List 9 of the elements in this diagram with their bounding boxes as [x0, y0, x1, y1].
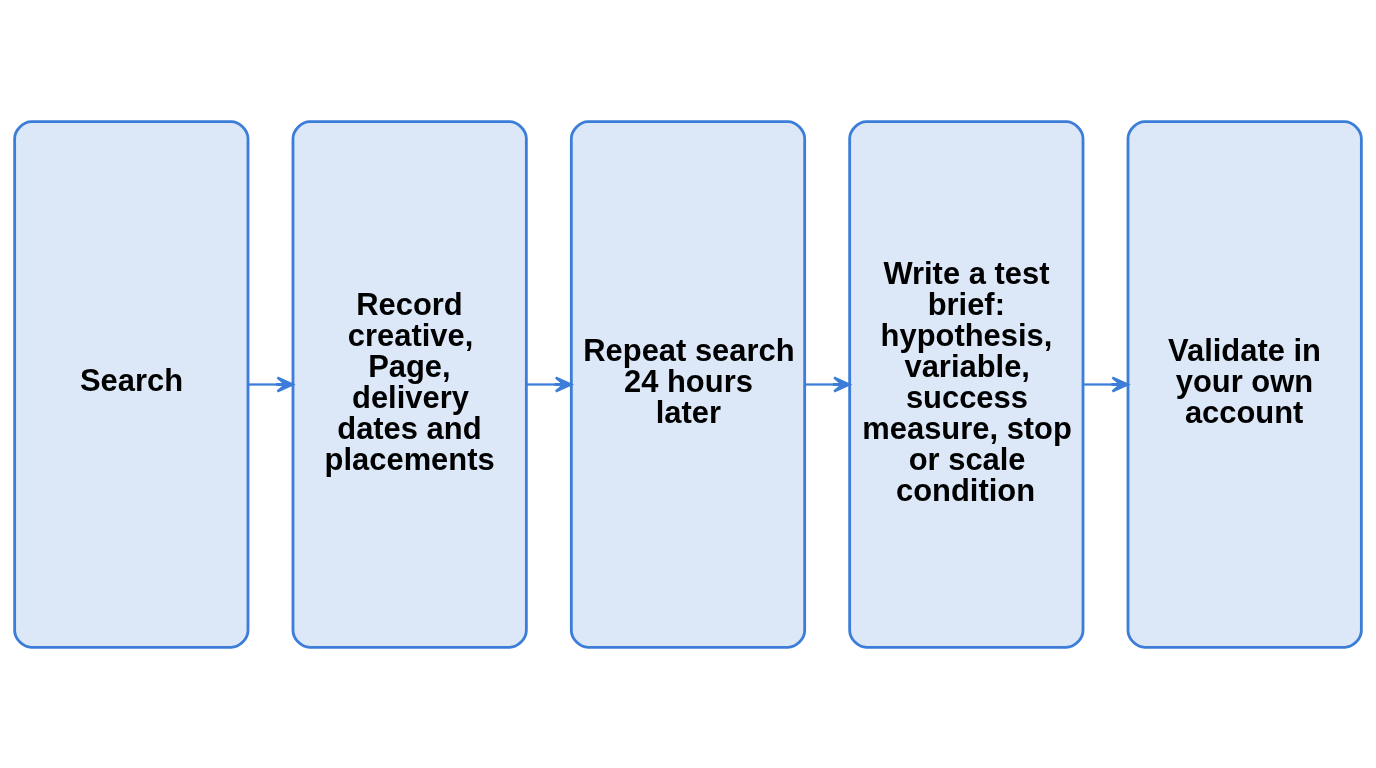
node-box: Write a test brief: hypothesis, variable, success measure, stop or scale condition [848, 119, 1085, 649]
node-box: Validate in your own account [1126, 119, 1363, 649]
arrow [526, 375, 573, 393]
arrow [248, 375, 295, 393]
arrow [1083, 375, 1130, 393]
arrow [805, 375, 851, 393]
node-box: Record creative, Page, delivery dates and placements [291, 119, 528, 649]
node-box: Repeat search 24 hours later [569, 119, 807, 649]
node-box: Search [13, 119, 250, 649]
